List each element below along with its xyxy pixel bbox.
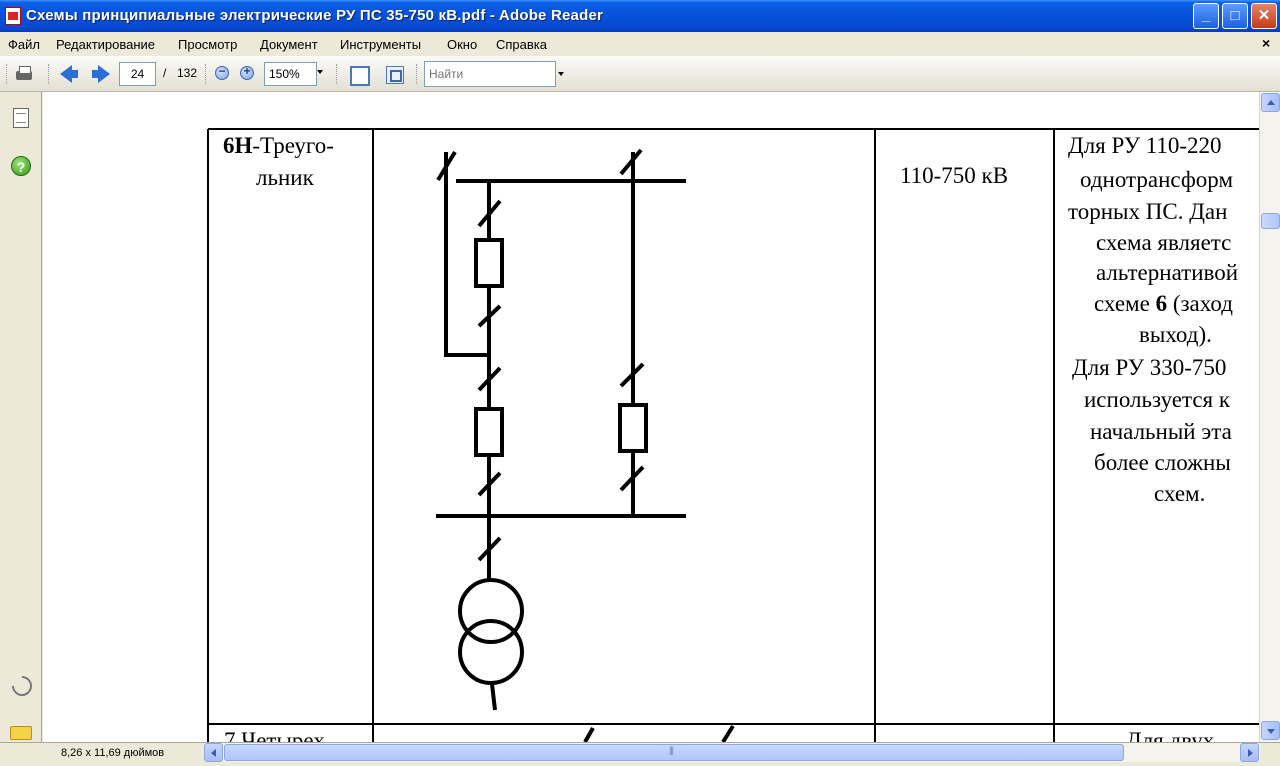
close-document-button[interactable]: × [1262,35,1271,51]
description-line: используется к [1084,387,1231,412]
transformer-winding-upper [458,578,524,644]
description-text: схеме [1094,291,1150,316]
center-breaker-lower [474,407,504,457]
fit-width-icon[interactable] [384,64,404,84]
menu-tools[interactable]: Инструменты [340,37,422,52]
disconnector-tick [477,471,502,497]
toolbar-grip[interactable] [416,64,419,84]
transformer-winding-lower [458,619,524,685]
disconnector-tick [619,148,643,176]
toolbar-grip[interactable] [205,64,208,84]
disconnector-tick [477,304,502,328]
next-page-icon[interactable] [92,65,110,83]
help-icon[interactable]: ? [11,156,31,176]
description-text: (заход [1172,291,1233,316]
zoom-in-label: + [243,64,251,78]
search-dropdown-chevron-icon[interactable] [558,72,564,76]
page-size-label: 8,26 x 11,69 дюймов [61,747,165,759]
menu-view[interactable]: Просмотр [178,37,238,52]
pdf-app-icon[interactable] [5,7,21,25]
scheme-number: 6Н [223,133,253,158]
toolbar-grip[interactable] [48,64,51,84]
maximize-button[interactable]: □ [1222,3,1248,29]
horizontal-scroll-thumb[interactable] [224,744,1124,761]
scroll-down-icon[interactable] [1261,721,1280,740]
comments-icon[interactable] [10,726,32,740]
scheme-name: 6Н-Треуго- [223,130,334,161]
vertical-scrollbar[interactable] [1259,92,1280,742]
page-number-input[interactable] [119,62,156,86]
disconnector-tick [477,366,502,392]
zoom-in-icon[interactable]: + [240,64,254,80]
toolbar-grip[interactable] [6,64,9,84]
fit-page-icon[interactable] [348,64,370,86]
description-line: схем. [1154,481,1206,506]
toolbar [0,56,1280,92]
search-input[interactable] [424,61,556,87]
disconnector-tick [436,150,457,182]
description-line: Для РУ 110-220 [1068,133,1222,158]
disconnector-tick [477,536,502,562]
table-grid [207,128,1259,742]
print-icon[interactable] [14,64,34,84]
toolbar-grip[interactable] [336,64,339,84]
next-description-line: Для двух [1126,728,1215,742]
scroll-left-icon[interactable] [204,743,223,762]
right-breaker [618,403,648,453]
next-scheme-name: 7 Четырех [224,728,325,742]
description-line: начальный эта [1090,419,1232,444]
description-line: схеме 6 (заход [1094,288,1233,319]
description-line: выход). [1139,322,1212,347]
navigation-panel [0,92,42,742]
close-window-button[interactable]: ✕ [1251,3,1277,29]
menu-help[interactable]: Справка [496,37,547,52]
minimize-button[interactable]: _ [1193,3,1219,29]
window-title: Схемы принципиальные электрические РУ ПС… [26,7,604,24]
description-line: Для РУ 330-750 [1072,355,1227,380]
document-view[interactable]: 6Н-Треуго- льник 110-750 кВ Для РУ 110-2… [43,92,1259,742]
menu-window[interactable]: Окно [447,37,478,52]
menu-file[interactable]: Файл [8,37,40,52]
zoom-dropdown-chevron-icon[interactable] [317,70,323,74]
voltage-range: 110-750 кВ [900,163,1009,188]
scroll-right-icon[interactable] [1240,743,1259,762]
description-bold-number: 6 [1155,291,1168,316]
page-separator: / [163,66,167,80]
zoom-out-label: − [218,64,226,78]
description-line: более сложны [1094,450,1231,475]
title-bar[interactable]: Схемы принципиальные электрические РУ ПС… [0,0,1280,32]
disconnector-tick [619,465,645,492]
description-line: торных ПС. Дан [1068,199,1228,224]
description-line: однотрансформ [1080,167,1233,192]
scheme-name-continued: льник [256,165,314,190]
disconnector-tick [721,724,735,742]
disconnector-tick [477,199,502,228]
pages-panel-icon[interactable] [13,108,29,128]
triangle-scheme-diagram [436,148,735,742]
transformer-lead [490,683,497,711]
disconnector-tick [619,362,645,388]
zoom-out-icon[interactable]: − [215,64,229,80]
scroll-up-icon[interactable] [1261,93,1280,112]
description-line: альтернативой [1096,260,1239,285]
scheme-name-part: -Треуго- [252,133,334,158]
menu-edit[interactable]: Редактирование [56,37,156,52]
disconnector-tick [583,727,595,742]
center-breaker-upper [474,238,504,288]
vertical-scroll-thumb[interactable] [1261,213,1280,229]
pdf-page-graphics [207,128,1259,742]
description-line: схема являетс [1096,230,1232,255]
zoom-level-input[interactable] [264,62,317,86]
menu-bar: Файл Редактирование Просмотр Документ Ин… [0,32,1280,56]
previous-page-icon[interactable] [60,65,78,83]
page-total: 132 [177,66,198,80]
menu-document[interactable]: Документ [260,37,318,52]
